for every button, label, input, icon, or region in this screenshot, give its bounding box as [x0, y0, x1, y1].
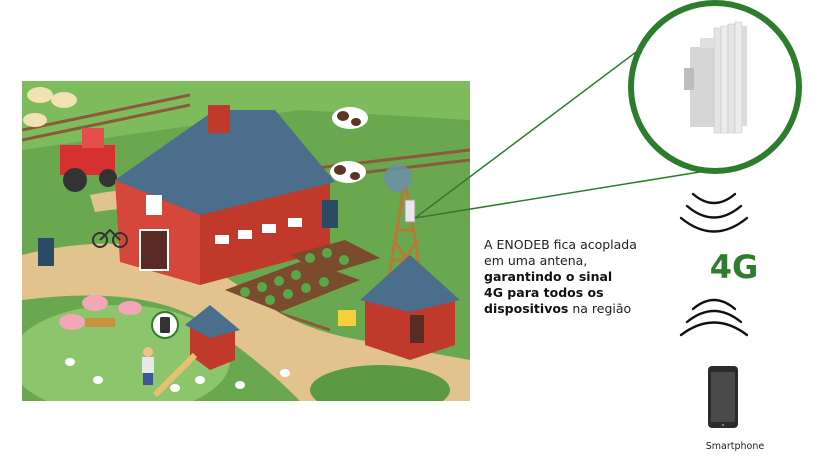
caption-bold-word: dispositivos: [484, 301, 569, 316]
signal-waves-icon: [679, 192, 749, 233]
smartphone-icon: [708, 366, 738, 428]
signal-waves-icon: [679, 298, 749, 337]
caption-bold-line: garantindo o sinal: [484, 269, 613, 284]
enodeb-caption: A ENODEB fica acoplada em uma antena, ga…: [484, 237, 674, 317]
network-label-4g: 4G: [709, 248, 759, 286]
caption-line: em uma antena,: [484, 253, 588, 268]
caption-line: A ENODEB fica acoplada: [484, 237, 637, 252]
caption-line-rest: na região: [568, 301, 632, 316]
zoom-connector-lines: [414, 27, 713, 219]
enodeb-zoom-circle: [628, 0, 802, 174]
caption-bold-line: 4G para todos os: [484, 285, 604, 300]
farm-illustration: [22, 81, 470, 401]
device-label: Smartphone: [705, 441, 765, 452]
enodeb-device-icon: [684, 21, 747, 134]
